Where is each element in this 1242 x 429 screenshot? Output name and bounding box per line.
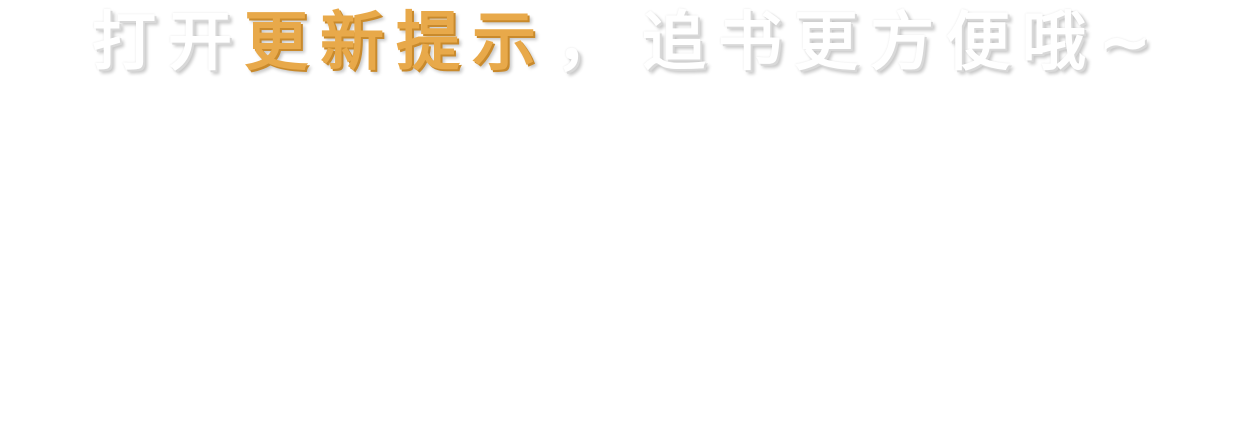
headline-trailing-text: 追书更方便哦~: [642, 6, 1164, 80]
banner-headline: 打开 更新提示 ， 追书更方便哦~: [92, 0, 1162, 86]
headline-comma: ，: [556, 6, 632, 80]
headline-highlight-text: 更新提示: [244, 6, 548, 80]
headline-lead-text: 打开: [92, 6, 244, 80]
